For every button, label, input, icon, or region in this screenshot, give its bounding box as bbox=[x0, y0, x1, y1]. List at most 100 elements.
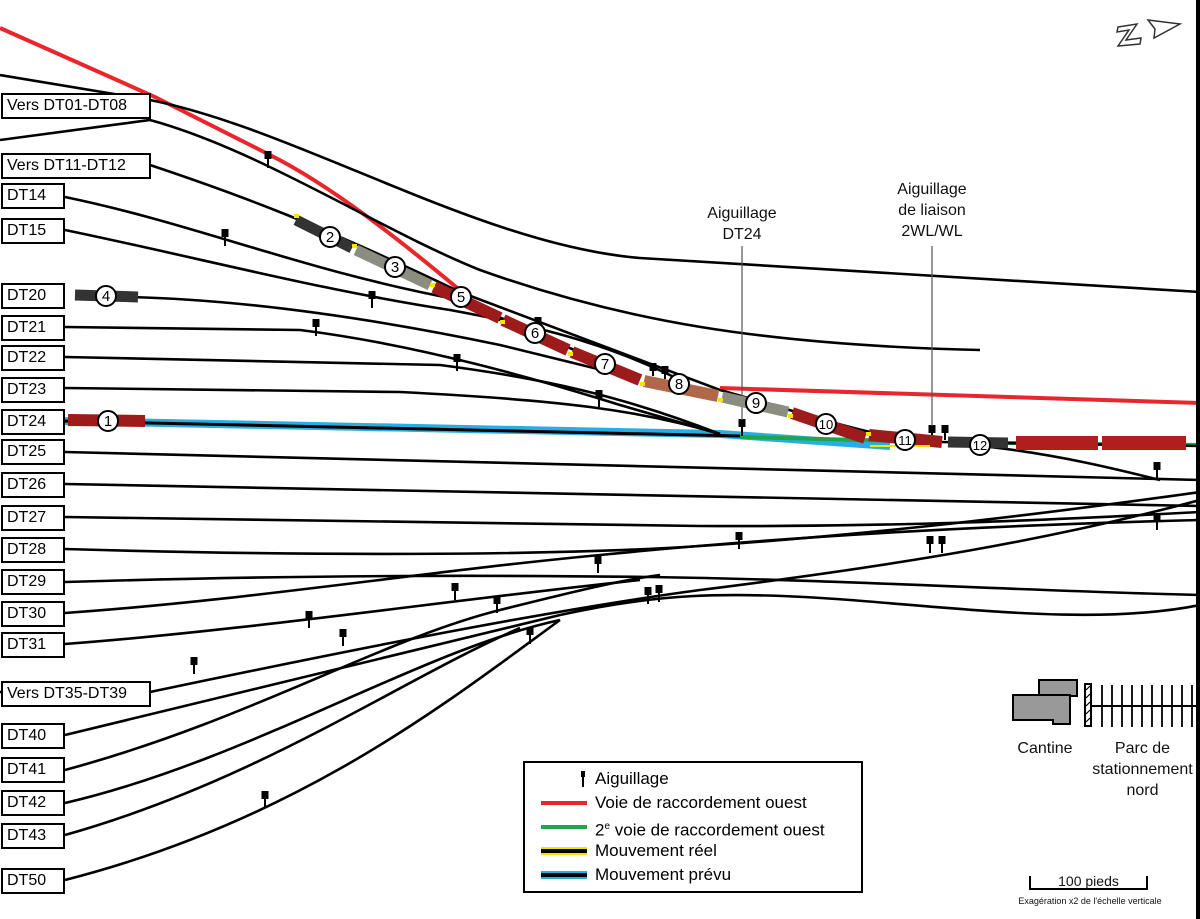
label-dt15: DT15 bbox=[1, 218, 65, 244]
label-dt24: DT24 bbox=[1, 409, 65, 435]
car-number-7: 7 bbox=[594, 353, 616, 375]
annotation-aiguillage-liaison: Aiguillage de liaison 2WL/WL bbox=[872, 179, 992, 242]
parking-label-line: stationnement bbox=[1092, 761, 1193, 778]
legend: Aiguillage Voie de raccordement ouest 2e… bbox=[523, 761, 863, 893]
switch-markers bbox=[190, 151, 1161, 808]
cantine-building-icon bbox=[1012, 679, 1078, 725]
label-vers-dt11-dt12: Vers DT11-DT12 bbox=[1, 153, 151, 179]
legend-label: Mouvement réel bbox=[595, 841, 717, 860]
label-dt30: DT30 bbox=[1, 601, 65, 627]
parking-label: Parc de stationnement nord bbox=[1085, 738, 1200, 801]
label-dt29: DT29 bbox=[1, 569, 65, 595]
svg-text:3: 3 bbox=[391, 259, 399, 276]
switch-icon bbox=[1153, 513, 1161, 530]
svg-text:2: 2 bbox=[326, 229, 334, 246]
label-dt14: DT14 bbox=[1, 183, 65, 209]
coupler-markers bbox=[294, 214, 930, 447]
switch-icon bbox=[526, 627, 534, 644]
car-number-6: 6 bbox=[524, 322, 546, 344]
svg-text:7: 7 bbox=[601, 356, 609, 373]
svg-text:9: 9 bbox=[752, 395, 760, 412]
switch-icon bbox=[264, 151, 272, 168]
scale-bar bbox=[1029, 876, 1148, 890]
label-dt23: DT23 bbox=[1, 377, 65, 403]
scale-note: Exagération x2 de l'échelle verticale bbox=[1018, 896, 1162, 906]
legend-item-actual-movement: Mouvement réel bbox=[525, 839, 855, 863]
switch-icon bbox=[493, 596, 501, 613]
car-number-2: 2 bbox=[319, 226, 341, 248]
switch-icon bbox=[451, 583, 459, 600]
switch-icon bbox=[735, 532, 743, 549]
label-dt22: DT22 bbox=[1, 345, 65, 371]
label-dt50: DT50 bbox=[1, 868, 65, 894]
switch-icon bbox=[928, 425, 936, 436]
legend-label-main: voie de raccordement ouest bbox=[614, 820, 825, 840]
car-number-9: 9 bbox=[745, 392, 767, 414]
switch-icon bbox=[190, 657, 198, 674]
annotation-line: Aiguillage bbox=[707, 205, 777, 222]
switch-icon bbox=[594, 556, 602, 573]
legend-item-switch: Aiguillage bbox=[525, 767, 855, 791]
switch-icon bbox=[581, 771, 585, 787]
planned-movement-swatch bbox=[541, 871, 587, 879]
parking-label-line: nord bbox=[1126, 782, 1159, 799]
label-dt27: DT27 bbox=[1, 505, 65, 531]
label-vers-dt01-dt08: Vers DT01-DT08 bbox=[1, 93, 151, 119]
car-number-4: 4 bbox=[95, 285, 117, 307]
switch-icon bbox=[649, 363, 657, 376]
legend-label: Mouvement prévu bbox=[595, 865, 732, 884]
tracks-lower bbox=[0, 450, 1200, 882]
parking-label-line: Parc de bbox=[1114, 740, 1171, 757]
label-vers-dt35-dt39: Vers DT35-DT39 bbox=[1, 681, 151, 707]
label-dt31: DT31 bbox=[1, 632, 65, 658]
switch-icon bbox=[1153, 462, 1161, 479]
legend-label: 2e voie de raccordement ouest bbox=[595, 815, 825, 843]
svg-text:4: 4 bbox=[102, 288, 110, 305]
svg-text:8: 8 bbox=[675, 376, 683, 393]
car-number-8: 8 bbox=[668, 373, 690, 395]
planned-movement-core bbox=[61, 419, 741, 438]
car-number-3: 3 bbox=[384, 256, 406, 278]
switch-icon bbox=[644, 587, 652, 604]
switch-icon bbox=[595, 390, 603, 407]
green-line-swatch bbox=[541, 825, 587, 829]
label-dt41: DT41 bbox=[1, 757, 65, 783]
label-dt43: DT43 bbox=[1, 823, 65, 849]
annotation-line: DT24 bbox=[722, 226, 762, 243]
scale-label: 100 pieds bbox=[1058, 873, 1119, 889]
switch-icon bbox=[368, 291, 376, 308]
car-number-12: 12 bbox=[969, 434, 991, 456]
label-dt40: DT40 bbox=[1, 723, 65, 749]
annotation-line: 2WL/WL bbox=[901, 223, 963, 240]
parking-lot-icon bbox=[1084, 683, 1200, 727]
legend-label: Voie de raccordement ouest bbox=[595, 793, 807, 812]
red-track-east bbox=[719, 386, 1200, 405]
legend-label-sup: e bbox=[604, 821, 611, 832]
switch-icon bbox=[661, 366, 669, 379]
legend-label-prefix: 2 bbox=[595, 820, 605, 840]
tracks-upper bbox=[0, 73, 1200, 482]
label-dt26: DT26 bbox=[1, 472, 65, 498]
car-number-1: 1 bbox=[97, 410, 119, 432]
car-number-10: 10 bbox=[815, 413, 837, 435]
red-track bbox=[0, 26, 464, 294]
car-number-11: 11 bbox=[894, 429, 916, 451]
annotation-line: de liaison bbox=[898, 202, 966, 219]
switch-icon bbox=[221, 229, 229, 246]
switch-icon bbox=[938, 536, 946, 553]
svg-text:10: 10 bbox=[819, 417, 833, 432]
actual-movement-swatch bbox=[541, 847, 587, 855]
switch-icon bbox=[312, 319, 320, 336]
car-numbers: 1 2 3 4 5 6 7 8 9 10 11 12 bbox=[95, 226, 991, 456]
legend-item-green-track: 2e voie de raccordement ouest bbox=[525, 815, 855, 840]
svg-text:11: 11 bbox=[898, 433, 912, 448]
label-dt28: DT28 bbox=[1, 537, 65, 563]
north-arrow-icon bbox=[1116, 19, 1183, 47]
label-dt21: DT21 bbox=[1, 315, 65, 341]
car-number-5: 5 bbox=[450, 286, 472, 308]
label-dt20: DT20 bbox=[1, 283, 65, 309]
svg-text:5: 5 bbox=[457, 289, 465, 306]
switch-icon bbox=[655, 585, 663, 602]
